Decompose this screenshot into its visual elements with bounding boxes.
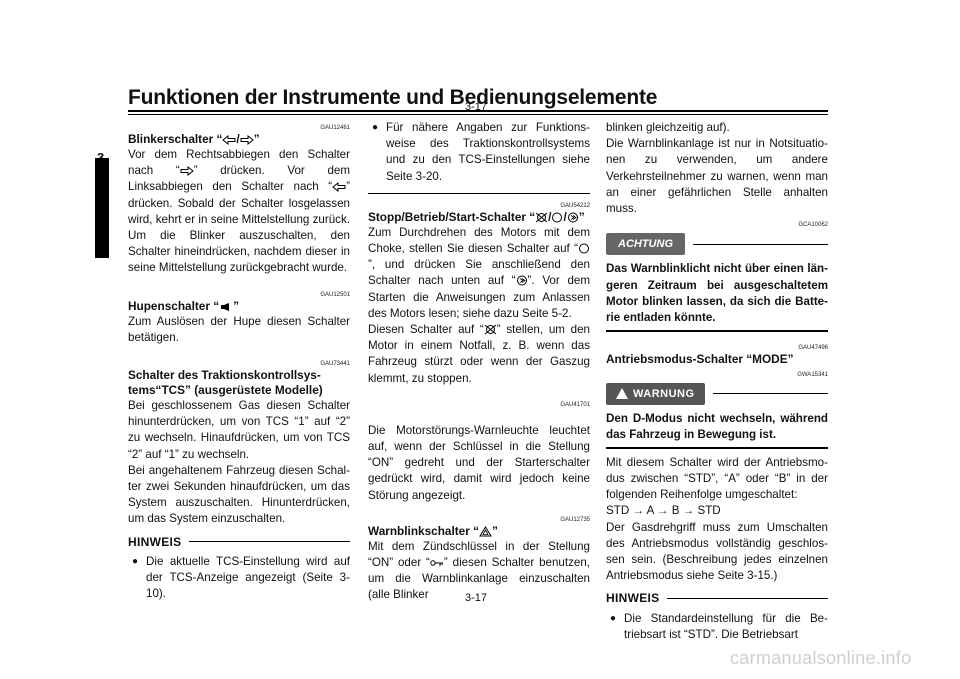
- warning-rule: [606, 447, 828, 449]
- section-code: GAU41701: [560, 401, 590, 408]
- header-rule: [128, 110, 828, 112]
- notice-header: ACHTUNG: [606, 233, 828, 256]
- column-2: ● Für nähere Angaben zur Funktions­weise…: [368, 120, 590, 604]
- engine-start-icon: [516, 275, 527, 286]
- mode-sequence: STD → A → B → STD: [606, 504, 721, 518]
- horn-icon: [221, 302, 230, 311]
- list-item: ● Die aktuelle TCS-Einstellung wird auf …: [128, 554, 350, 603]
- chapter-number: 3: [97, 150, 104, 165]
- body-text: Die Motorstörungs-Warnleuchte leuchtet a…: [368, 423, 590, 502]
- watermark: carmanualsonline.info: [730, 648, 912, 668]
- notice-text: Das Warnblinklicht nicht über einen län­…: [606, 262, 828, 325]
- body-text: Der Gasdrehgriff muss zum Umschalten des…: [606, 520, 828, 583]
- list-item: ● Für nähere Angaben zur Funktions­weise…: [368, 120, 590, 185]
- section-code: GAU12461: [320, 125, 350, 131]
- body-text: Mit dem Zündschlüssel in der Stellung “O…: [368, 539, 590, 602]
- engine-start-icon: [567, 212, 578, 223]
- engine-run-icon: [552, 212, 563, 223]
- warning-badge: WARNUNG: [606, 382, 705, 405]
- section-heading: Blinkerschalter “/”: [128, 132, 260, 146]
- turn-right-icon: [240, 135, 254, 145]
- chapter-tab-bar: [95, 158, 109, 258]
- column-1: GAU12461 Blinkerschalter “/” Vor dem Rec…: [128, 120, 350, 602]
- body-text: Diesen Schalter auf “” stellen, um den M…: [368, 323, 590, 385]
- engine-stop-icon: [535, 212, 548, 223]
- body-text: blinken gleichzeitig auf). Die Warnblink…: [606, 121, 828, 216]
- page-number-bottom: 3-17: [465, 592, 488, 604]
- notice-badge: ACHTUNG: [606, 233, 685, 256]
- bullet-icon: ●: [610, 612, 617, 624]
- notice-rule: [606, 330, 828, 332]
- page-title: Funktionen der Instrumente und Bedienung…: [128, 86, 658, 109]
- column-3: blinken gleichzeitig auf). Die Warnblink…: [606, 120, 828, 643]
- section-code: GAU12735: [560, 516, 590, 523]
- note-header: HINWEIS: [128, 534, 350, 550]
- chapter-tab: 3: [95, 142, 109, 442]
- section-heading: Schalter des Traktionskontrollsys­tems“T…: [128, 368, 323, 398]
- turn-right-icon: [180, 166, 194, 177]
- body-text: Vor dem Rechtsabbiegen den Schalter nach…: [128, 148, 350, 275]
- warning-header: WARNUNG: [606, 382, 828, 405]
- body-text: Zum Durchdrehen des Motors mit dem Choke…: [368, 225, 591, 320]
- list-item: ● Die Standardeinstellung für die Be­tri…: [606, 611, 828, 643]
- body-text: Zum Auslösen der Hupe diesen Schalter be…: [128, 314, 350, 344]
- warning-text: Den D-Modus nicht wechseln, während das …: [606, 411, 828, 442]
- section-code: GAU47496: [798, 344, 828, 351]
- section-heading: Hupenschalter “”: [128, 298, 240, 313]
- warning-icon: [616, 388, 628, 400]
- note-label: HINWEIS: [606, 591, 660, 606]
- section-code: GAU54212: [560, 202, 590, 209]
- note-label: HINWEIS: [128, 534, 182, 549]
- note-header: HINWEIS: [606, 590, 828, 606]
- separator: [368, 192, 590, 194]
- section-code: GAU73441: [320, 361, 350, 368]
- header-rule-thin: [128, 114, 828, 115]
- body-text: Mit diesem Schalter wird der Antriebsmo­…: [606, 455, 828, 502]
- bullet-icon: ●: [372, 122, 379, 133]
- page-number: 3-17: [465, 101, 488, 113]
- engine-stop-icon: [484, 324, 497, 335]
- section-heading: Warnblinkschalter “”: [368, 523, 498, 538]
- turn-left-icon: [332, 182, 346, 193]
- hazard-icon: [479, 525, 492, 537]
- section-heading: Stopp/Betrieb/Start-Schalter “//”: [368, 209, 585, 224]
- section-code: GCA10062: [798, 222, 828, 229]
- key-icon: [430, 560, 443, 567]
- turn-left-icon: [222, 135, 236, 145]
- body-text: Bei geschlossenem Gas diesen Schalter hi…: [128, 399, 350, 526]
- engine-run-icon: [579, 243, 589, 254]
- section-code: GWA15341: [797, 371, 828, 378]
- bullet-icon: ●: [132, 555, 139, 567]
- section-code: GAU12501: [320, 291, 350, 298]
- section-heading: Antriebsmodus-Schalter “MODE”: [606, 351, 794, 366]
